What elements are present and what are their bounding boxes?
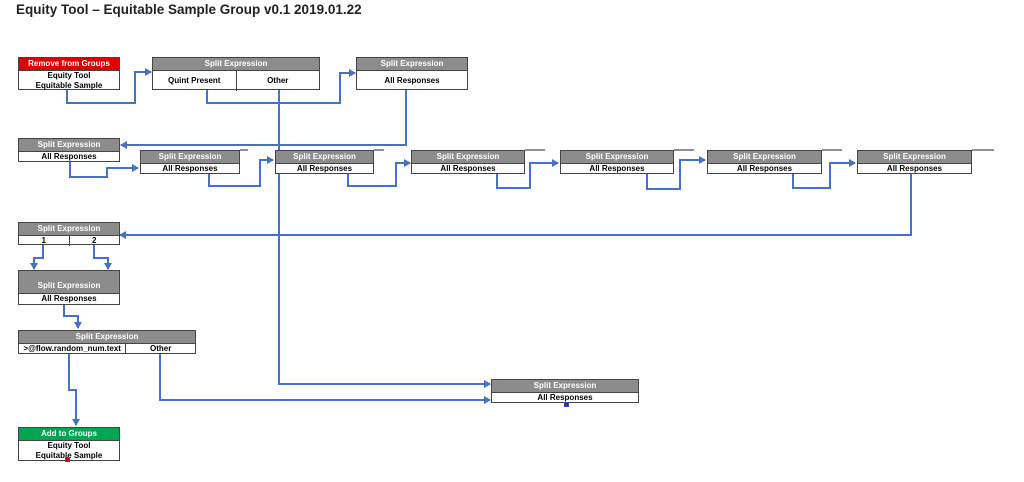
connector <box>206 69 356 104</box>
node-body: All Responses <box>589 164 645 173</box>
node-line: Equity Tool <box>47 71 91 80</box>
connector <box>646 156 706 190</box>
node-header: Split Expression <box>357 58 467 71</box>
split-expression-node[interactable]: Split Expression All Responses <box>707 150 822 174</box>
node-body: All Responses <box>41 294 97 303</box>
split-expression-node[interactable]: Split Expression All Responses <box>275 150 374 174</box>
connector <box>278 90 491 388</box>
connector <box>69 162 139 178</box>
split-expression-node[interactable]: Split Expression All Responses <box>356 57 468 90</box>
split-expression-final-node[interactable]: Split Expression All Responses <box>491 379 639 403</box>
node-header: Split Expression <box>492 380 638 393</box>
page-title: Equity Tool – Equitable Sample Group v0.… <box>16 2 362 17</box>
node-body: All Responses <box>296 164 353 173</box>
connection-handle[interactable] <box>65 457 70 462</box>
branch-cell: Other <box>125 344 195 354</box>
node-header: Split Expression <box>276 151 373 164</box>
connector <box>66 68 152 104</box>
add-to-groups-node[interactable]: Add to Groups Equity Tool Equitable Samp… <box>18 427 120 461</box>
connector <box>68 354 80 426</box>
node-header: Split Expression <box>141 151 239 164</box>
node-header: Split Expression <box>412 151 524 164</box>
node-header: Split Expression <box>19 331 195 344</box>
branch-cell: Other <box>235 71 320 91</box>
connector <box>347 159 411 187</box>
connector <box>496 159 559 189</box>
branch-cell: 2 <box>68 236 120 246</box>
connector <box>120 90 407 149</box>
split-expression-node[interactable]: Split Expression All Responses <box>140 150 240 174</box>
node-body: All Responses <box>384 76 440 85</box>
node-line: Equity Tool <box>47 441 91 450</box>
split-expression-random-node[interactable]: Split Expression >@flow.random_num.text … <box>18 330 196 354</box>
node-body: All Responses <box>537 393 593 402</box>
connector <box>93 245 112 270</box>
node-header: Split Expression <box>561 151 673 164</box>
node-body: All Responses <box>440 164 496 173</box>
node-body: All Responses <box>41 152 97 161</box>
split-expression-node[interactable]: Split Expression All Responses <box>857 150 972 174</box>
node-header: Split Expression <box>708 151 821 164</box>
node-header: Split Expression <box>858 151 971 164</box>
node-header: Split Expression <box>19 271 119 294</box>
branch-cell: Quint Present <box>168 76 221 85</box>
node-body: All Responses <box>736 164 793 173</box>
connection-handle[interactable] <box>564 402 569 407</box>
connector <box>30 245 44 270</box>
node-header: Add to Groups <box>19 428 119 441</box>
node-body: All Responses <box>886 164 943 173</box>
node-header: Split Expression <box>19 223 119 236</box>
node-line: Equitable Sample <box>35 451 103 460</box>
split-expression-branches-node[interactable]: Split Expression 1 2 <box>18 222 120 246</box>
node-line: Equitable Sample <box>35 81 103 90</box>
split-expression-node[interactable]: Split Expression All Responses <box>411 150 525 174</box>
node-body: All Responses <box>162 164 218 173</box>
connector <box>159 354 491 404</box>
node-header: Split Expression <box>19 139 119 152</box>
split-expression-node[interactable]: Split Expression All Responses <box>18 270 120 305</box>
split-expression-node[interactable]: Split Expression All Responses <box>560 150 674 174</box>
branch-cell: 1 <box>41 236 46 245</box>
connector <box>119 174 912 239</box>
connector <box>792 159 856 189</box>
node-header: Remove from Groups <box>19 58 119 71</box>
split-expression-node[interactable]: Split Expression All Responses <box>18 138 120 162</box>
connector <box>208 156 274 187</box>
connector <box>63 305 82 329</box>
branch-cell: >@flow.random_num.text <box>23 344 121 353</box>
remove-from-groups-node[interactable]: Remove from Groups Equity Tool Equitable… <box>18 57 120 90</box>
split-expression-quint-node[interactable]: Split Expression Quint Present Other <box>152 57 320 91</box>
node-header: Split Expression <box>153 58 319 71</box>
